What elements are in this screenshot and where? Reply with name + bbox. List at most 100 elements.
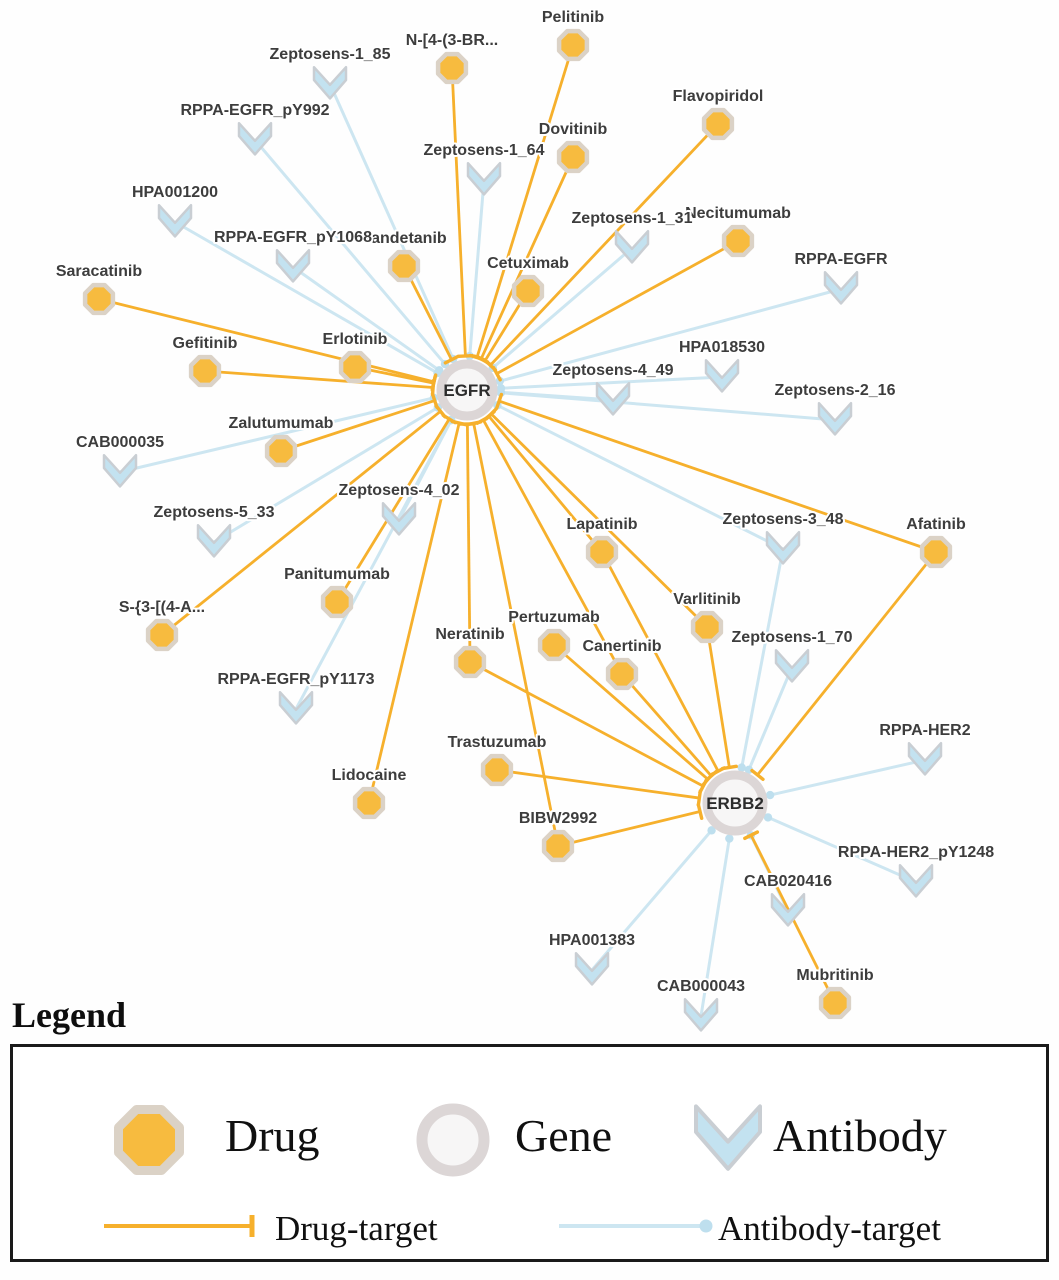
antibody-node[interactable] (765, 530, 801, 565)
antibody-node[interactable] (907, 741, 943, 776)
antibody-node[interactable] (466, 161, 502, 196)
drug-edge-tee (720, 764, 738, 771)
antibody-legend-icon (694, 1104, 762, 1171)
antibody-label: CAB000035 (76, 434, 164, 451)
antibody-target-edge (253, 139, 447, 366)
drug-node[interactable] (541, 829, 575, 863)
antibody-edge-dot (744, 765, 754, 774)
drug-label: Erlotinib (323, 331, 388, 348)
antibody-target-edge (767, 816, 917, 884)
drug-edge-tee (477, 355, 493, 367)
drug-target-edge (557, 810, 701, 848)
drug-node[interactable] (556, 28, 590, 62)
antibody-node[interactable] (157, 203, 193, 238)
drug-edge-tee (430, 374, 437, 392)
drug-edge-tee (743, 830, 760, 841)
drug-node[interactable] (480, 753, 514, 787)
drug-node[interactable] (585, 535, 619, 569)
drug-label: S-{3-[(4-A... (119, 599, 205, 616)
drug-node[interactable] (701, 107, 735, 141)
antibody-node[interactable] (237, 121, 273, 156)
antibody-node[interactable] (683, 997, 719, 1032)
drug-node[interactable] (690, 610, 724, 644)
drug-edge-tee (434, 404, 447, 419)
antibody-label: CAB020416 (744, 873, 832, 890)
drug-node[interactable] (453, 645, 487, 679)
antibody-label: RPPA-EGFR_pY992 (180, 102, 329, 119)
drug-target-edge (756, 551, 938, 776)
antibody-node[interactable] (898, 863, 934, 898)
drug-target-edge (98, 297, 435, 384)
drug-node[interactable] (82, 282, 116, 316)
antibody-node[interactable] (381, 501, 417, 536)
gene-legend-icon (416, 1103, 490, 1177)
drug-node[interactable] (188, 354, 222, 388)
antibody-label: Zeptosens-4_49 (553, 362, 674, 379)
drug-target-edge (489, 123, 720, 367)
antibody-node[interactable] (774, 648, 810, 683)
drug-label: Pertuzumab (508, 609, 600, 626)
antibody-node[interactable] (275, 248, 311, 283)
drug-edge-tee (696, 789, 703, 807)
drug-node[interactable] (511, 274, 545, 308)
antibody-label: RPPA-EGFR_pY1068 (214, 229, 372, 246)
drug-target-edge (490, 412, 708, 628)
gene-label: EGFR (443, 381, 490, 400)
antibody-target-edge (769, 758, 926, 797)
drug-target-edge (475, 44, 575, 358)
drug-target-edge (402, 265, 453, 361)
drug-node[interactable] (338, 350, 372, 384)
drug-node[interactable] (264, 434, 298, 468)
antibody-label: HPA018530 (679, 339, 765, 356)
antibody-node[interactable] (595, 381, 631, 416)
antibody-node[interactable] (823, 270, 859, 305)
drug-edge-tee (443, 354, 460, 365)
drug-node[interactable] (320, 585, 354, 619)
drug-label: Dovitinib (539, 121, 608, 138)
drug-label: Flavopiridol (673, 88, 764, 105)
drug-node[interactable] (818, 986, 852, 1020)
antibody-node[interactable] (312, 65, 348, 100)
drug-node[interactable] (387, 249, 421, 283)
drug-label: Lapatinib (566, 516, 637, 533)
antibody-target-edge (699, 838, 731, 1017)
antibody-node[interactable] (574, 951, 610, 986)
drug-label: BIBW2992 (519, 810, 597, 827)
antibody-edge-dot (737, 763, 746, 772)
drug-node[interactable] (919, 535, 953, 569)
drug-label: Canertinib (582, 638, 661, 655)
gene-node-ERBB2[interactable] (702, 770, 768, 836)
antibody-node[interactable] (704, 358, 740, 393)
edges-layer (98, 44, 938, 1017)
antibody-label: RPPA-EGFR (794, 251, 887, 268)
antibody-label: RPPA-HER2 (879, 722, 970, 739)
antibody-legend-label: Antibody (773, 1110, 947, 1161)
drug-node[interactable] (537, 628, 571, 662)
antibody-target-edge (747, 666, 794, 771)
antibody-node[interactable] (278, 690, 314, 725)
antibody-label: Zeptosens-1_64 (424, 142, 545, 159)
antibody-label: Zeptosens-5_33 (154, 504, 275, 521)
drug-edge-tee (750, 768, 765, 781)
drug-node[interactable] (352, 786, 386, 820)
drug-label: N-[4-(3-BR... (406, 32, 498, 49)
antibody-node[interactable] (770, 892, 806, 927)
drug-node[interactable] (721, 224, 755, 258)
drug-label: Vandetanib (361, 230, 447, 247)
antibody-node[interactable] (196, 523, 232, 558)
antibody-node[interactable] (102, 453, 138, 488)
drug-node[interactable] (145, 618, 179, 652)
drug-node[interactable] (435, 51, 469, 85)
drug-label: Afatinib (906, 516, 966, 533)
gene-node-EGFR[interactable] (436, 359, 498, 421)
drug-target-edge (204, 369, 434, 389)
labels-layer: EGFRERBB2PelitinibN-[4-(3-BR...Dovitinib… (54, 7, 996, 997)
antibody-label: Zeptosens-1_85 (270, 46, 391, 63)
antibody-node[interactable] (817, 401, 853, 436)
antibody-edge-dot (707, 826, 716, 835)
antibody-node[interactable] (614, 229, 650, 264)
drug-node[interactable] (556, 140, 590, 174)
legend-box: Drug Gene Antibody Drug-target Antibody-… (10, 1044, 1049, 1262)
drug-node[interactable] (605, 657, 639, 691)
